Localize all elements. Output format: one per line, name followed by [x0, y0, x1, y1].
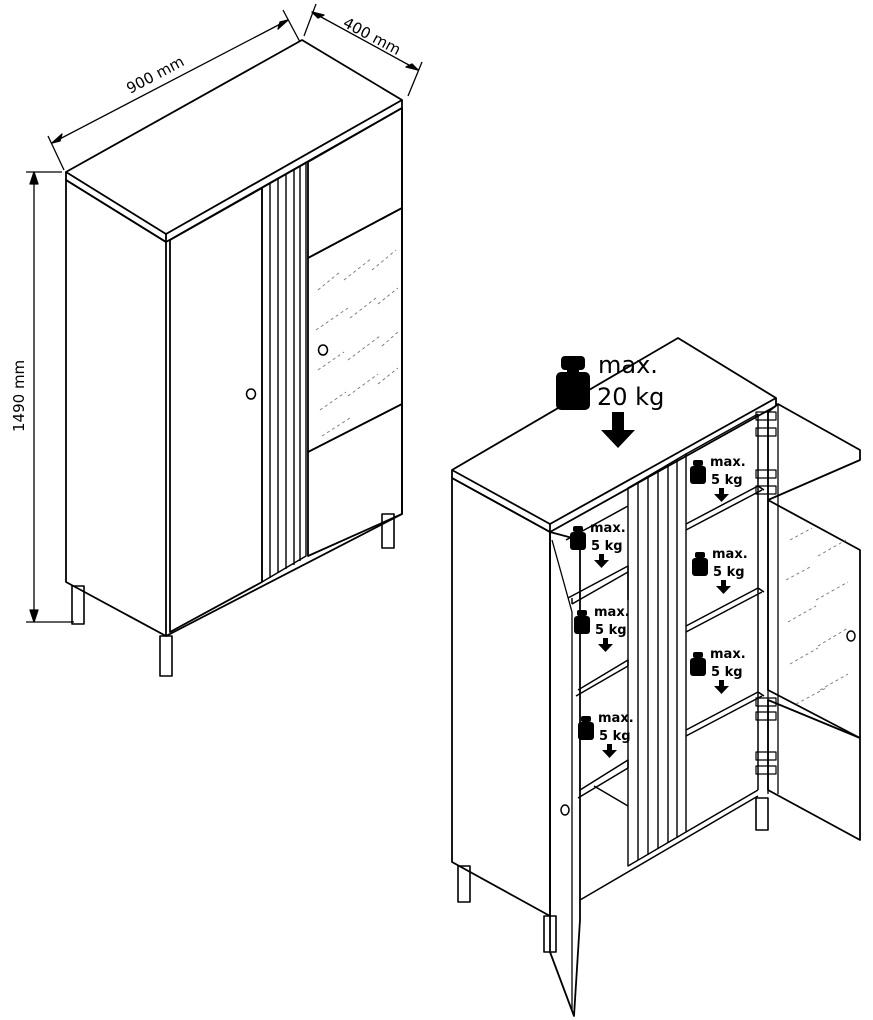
shelf-load-label: max. 5 kg: [690, 647, 746, 694]
cabinet-side-panel: [65, 179, 167, 637]
weight-icon: [690, 652, 706, 676]
hinge-icon: [755, 697, 777, 707]
door-knob-icon: [245, 388, 257, 400]
shelf-load-line2: 5 kg: [591, 539, 623, 554]
shelf-load-label: max. 5 kg: [690, 455, 746, 502]
shelf-load-line1: max.: [710, 647, 746, 662]
right-compartment: [579, 413, 765, 901]
arrow-down-icon: [714, 488, 729, 502]
door-knob-icon: [846, 630, 856, 642]
weight-icon: [556, 356, 590, 410]
arrow-down-icon: [714, 680, 729, 694]
arrow-down-icon: [602, 744, 617, 758]
shelf-load-label: max. 5 kg: [570, 521, 626, 568]
right-door-upper: [307, 107, 403, 259]
door-knob-icon: [317, 344, 329, 356]
weight-icon: [692, 552, 708, 576]
shelf-load-label: max. 5 kg: [692, 547, 748, 594]
shelf-load-line2: 5 kg: [713, 565, 745, 580]
left-door: [169, 187, 263, 633]
arrow-down-icon: [716, 580, 731, 594]
shelf-load-label: max. 5 kg: [578, 711, 634, 758]
weight-icon: [578, 716, 594, 740]
right-door-open: [767, 403, 861, 841]
open-cabinet-view: [451, 337, 861, 1017]
shelf-load-line1: max.: [594, 605, 630, 620]
height-label: 1490 mm: [10, 360, 28, 432]
right-door-glass: [307, 207, 403, 453]
hinge-icon: [755, 427, 777, 437]
hinge-icon: [755, 711, 777, 721]
shelf-load-labels: max. 5 kg max. 5 kg max. 5 kg max. 5 kg max. 5 kg…: [570, 455, 748, 758]
shelf-load-line2: 5 kg: [711, 473, 743, 488]
hinge-icon: [755, 411, 777, 421]
shelf-load-line1: max.: [710, 455, 746, 470]
shelf-load-label: max. 5 kg: [574, 605, 630, 652]
width-dimension-line: [47, 9, 301, 171]
top-load-line1: max.: [598, 351, 658, 379]
glass-pattern: [315, 249, 399, 437]
shelf-load-line2: 5 kg: [599, 729, 631, 744]
left-door-open: [549, 531, 581, 1017]
depth-dimension-line: [303, 3, 423, 97]
arrow-down-icon: [601, 412, 635, 448]
shelf-load-line1: max.: [712, 547, 748, 562]
arrow-down-icon: [598, 638, 613, 652]
door-knob-icon: [560, 804, 570, 816]
fluted-panel: [627, 453, 687, 867]
shelf-load-line1: max.: [590, 521, 626, 536]
top-load-indicator: max. 20 kg: [556, 351, 664, 448]
hinge-icon: [755, 469, 777, 479]
arrow-down-icon: [594, 554, 609, 568]
closed-cabinet-view: 900 mm 400 mm 1490 mm: [10, 3, 423, 677]
width-label: 900 mm: [123, 52, 187, 97]
depth-label: 400 mm: [340, 14, 404, 59]
cabinet-side-panel: [451, 477, 551, 917]
cabinet-legs: [71, 513, 395, 677]
top-load-line2: 20 kg: [597, 383, 664, 411]
height-dimension-line: [26, 171, 74, 623]
right-door-lower: [307, 403, 403, 557]
shelf-load-line1: max.: [598, 711, 634, 726]
fluted-panel: [261, 162, 307, 583]
hinge-icon: [755, 765, 777, 775]
hinge-icons: [755, 411, 777, 775]
hinge-icon: [755, 485, 777, 495]
weight-icon: [570, 526, 586, 550]
shelf-load-line2: 5 kg: [711, 665, 743, 680]
cabinet-legs: [457, 797, 769, 953]
weight-icon: [574, 610, 590, 634]
hinge-icon: [755, 751, 777, 761]
weight-icon: [690, 460, 706, 484]
shelf-load-line2: 5 kg: [595, 623, 627, 638]
